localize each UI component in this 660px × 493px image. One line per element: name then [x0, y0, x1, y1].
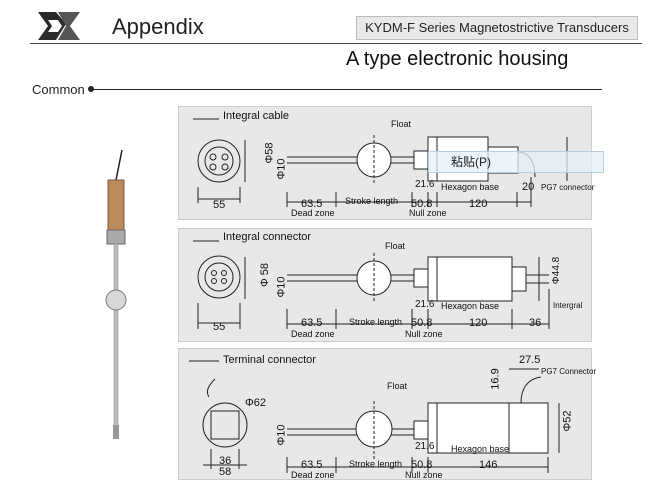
- dim-phi58: Φ 58: [259, 262, 272, 288]
- drawing-integral-connector: Integral connector Φ 58 55 Float Φ10 63.…: [178, 228, 592, 342]
- drawing-svg: [193, 240, 550, 329]
- drawing-terminal-connector: Terminal connector Φ62 36 58 Float Φ10 6…: [178, 348, 596, 480]
- dim-phi58: Φ58: [263, 142, 276, 164]
- label-hexagon: Hexagon base: [451, 444, 510, 454]
- transducer-photo: [105, 150, 127, 439]
- dim-55: 55: [213, 199, 226, 211]
- dim-phi10: Φ10: [275, 424, 288, 446]
- company-logo: [38, 12, 80, 40]
- drawing-svg: [189, 360, 560, 473]
- dim-50-8: 50.8: [411, 459, 433, 471]
- label-hexagon: Hexagon base: [441, 182, 500, 192]
- label-null-zone: Null zone: [405, 329, 443, 339]
- label-stroke: Stroke length: [349, 317, 403, 327]
- dim-16-9: 16.9: [489, 368, 502, 390]
- dim-phi44-8: Φ44.8: [551, 256, 563, 285]
- dim-21-6: 21.6: [415, 179, 435, 190]
- label-pg7: PG7 connector: [541, 183, 595, 192]
- dim-phi10: Φ10: [275, 158, 288, 180]
- header-title: Appendix: [112, 14, 204, 39]
- dim-27-5: 27.5: [519, 354, 541, 366]
- dim-21-6: 21.6: [415, 299, 435, 310]
- dim-phi62: Φ62: [245, 397, 267, 409]
- series-title: KYDM-F Series Magnetostrictive Transduce…: [356, 16, 638, 40]
- dim-146: 146: [479, 459, 498, 471]
- dim-120: 120: [469, 198, 488, 210]
- paste-tooltip[interactable]: 粘贴(P): [428, 151, 604, 173]
- label-dead-zone: Dead zone: [291, 329, 335, 339]
- dim-58: 58: [219, 466, 232, 478]
- label-null-zone: Null zone: [409, 208, 447, 218]
- dim-21-6: 21.6: [415, 441, 435, 452]
- panel-title: Integral connector: [223, 231, 312, 243]
- label-dead-zone: Dead zone: [291, 208, 335, 218]
- label-float: Float: [385, 241, 406, 251]
- label-dead-zone: Dead zone: [291, 470, 335, 480]
- dim-55: 55: [213, 321, 226, 333]
- dim-36: 36: [529, 317, 542, 329]
- header-divider: [30, 43, 642, 44]
- label-stroke: Stroke length: [345, 196, 399, 206]
- label-float: Float: [387, 381, 408, 391]
- section-divider: [90, 89, 602, 90]
- dim-50-8: 50.8: [411, 317, 433, 329]
- panel-title: Integral cable: [223, 110, 290, 122]
- dim-120: 120: [469, 317, 488, 329]
- section-label: Common: [32, 82, 85, 97]
- dim-63-5: 63.5: [301, 459, 323, 471]
- dim-20: 20: [522, 181, 535, 193]
- page-subtitle: A type electronic housing: [346, 48, 569, 70]
- panel-title: Terminal connector: [223, 354, 316, 366]
- dim-50-8: 50.8: [411, 198, 433, 210]
- label-hexagon: Hexagon base: [441, 301, 500, 311]
- label-float: Float: [391, 119, 412, 129]
- dim-phi52: Φ52: [561, 410, 574, 432]
- dim-phi10: Φ10: [275, 276, 288, 298]
- label-stroke: Stroke length: [349, 459, 403, 469]
- dim-36: 36: [219, 455, 232, 467]
- label-pg7: PG7 Connector: [541, 367, 597, 376]
- dim-63-5: 63.5: [301, 198, 323, 210]
- label-null-zone: Null zone: [405, 470, 443, 480]
- label-intergral: Intergral: [553, 301, 583, 310]
- dim-63-5: 63.5: [301, 317, 323, 329]
